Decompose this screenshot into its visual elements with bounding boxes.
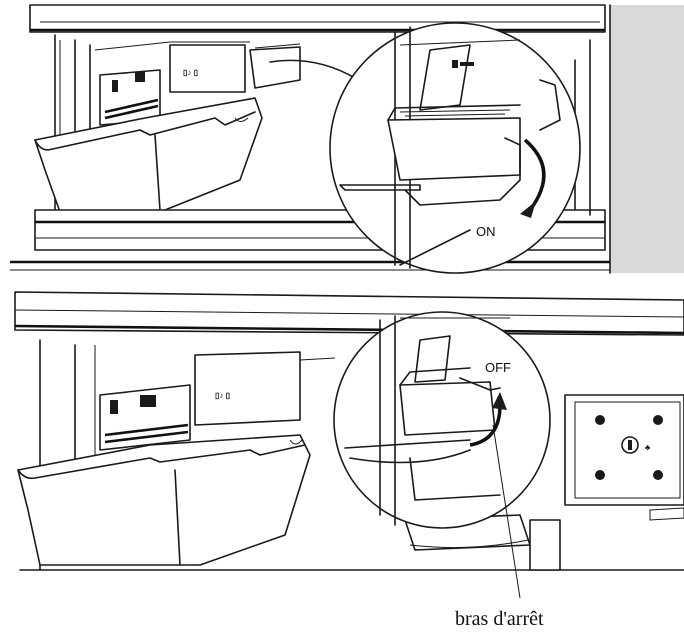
top-ice-tray (388, 118, 520, 180)
off-label: OFF (485, 360, 511, 375)
bottom-ice-bin (18, 435, 310, 565)
top-panel: ▯♪ ▯ (10, 5, 684, 273)
top-upper-shelf (30, 5, 605, 32)
bottom-panel: ▯♪ ▯ ♣ (15, 292, 684, 598)
bottom-ice-maker-body (195, 352, 300, 425)
svg-text:▯♪ ▯: ▯♪ ▯ (215, 391, 230, 400)
top-ice-maker-body (170, 45, 245, 92)
stop-arm-label: bras d'arrêt (455, 608, 544, 630)
on-label: ON (476, 224, 496, 239)
bottom-ice-tray (400, 382, 495, 435)
top-side-wall (610, 5, 684, 273)
svg-text:▯♪ ▯: ▯♪ ▯ (183, 68, 198, 77)
svg-text:♣: ♣ (645, 443, 651, 452)
